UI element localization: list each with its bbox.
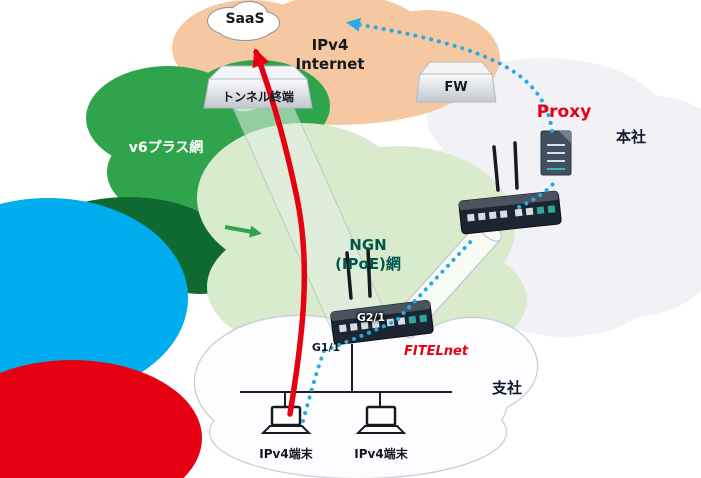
headquarters-router-icon: [458, 141, 562, 235]
branch-label: 支社: [491, 379, 523, 397]
tunnel-endpoint-label: トンネル終端: [222, 90, 294, 104]
firewall-label: FW: [444, 80, 468, 95]
branch-router-icon: [330, 247, 434, 346]
internet-label: IPv4 Internet: [295, 36, 364, 74]
ngn-label-line2: (IPoE)網: [335, 254, 401, 273]
ngn-label: NGN (IPoE)網: [335, 236, 401, 274]
router-brand-label: FITELnet: [404, 344, 469, 359]
headquarters-label: 本社: [615, 128, 647, 146]
lan-wiring: [240, 344, 452, 407]
red-route-arrow: [252, 48, 308, 417]
ngn-label-line1: NGN: [349, 236, 387, 254]
lan-port-label: G1/1: [311, 341, 341, 354]
internet-label-line2: Internet: [295, 54, 365, 73]
wan-port-label: G2/1: [356, 311, 386, 324]
v6plus-label: v6プラス網: [128, 140, 204, 156]
saas-cloud: [207, 1, 280, 41]
firewall-box: [415, 61, 497, 103]
blue-cloud: [0, 198, 188, 398]
proxy-label: Proxy: [536, 102, 592, 122]
laptop-icon: [355, 405, 407, 434]
saas-label: SaaS: [225, 11, 265, 27]
terminal2-label: IPv4端末: [354, 447, 408, 461]
blue-route-arrow: [301, 17, 555, 423]
proxy-doc-icon: [540, 130, 572, 176]
green-flow-arrow: [224, 225, 262, 238]
internet-label-line1: IPv4: [311, 36, 349, 54]
tunnel-endpoint-box: [203, 65, 313, 109]
terminal1-label: IPv4端末: [259, 447, 313, 461]
red-cloud: [0, 360, 202, 478]
